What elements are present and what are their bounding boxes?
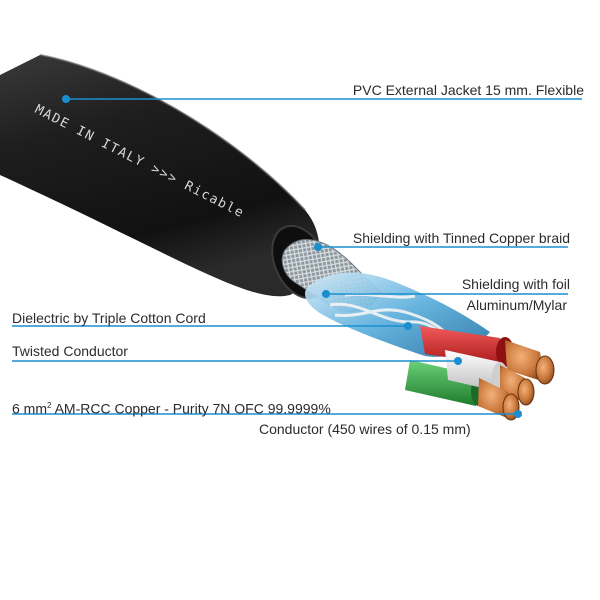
twisted-callout-dot	[454, 357, 462, 365]
jacket-callout-dot	[62, 95, 70, 103]
foil-callout-dot	[322, 290, 330, 298]
foil-label-line1: Shielding with foil	[461, 276, 570, 292]
dielectric-label: Dielectric by Triple Cotton Cord	[12, 310, 206, 326]
braid-callout-dot	[314, 243, 322, 251]
pvc-jacket	[0, 54, 320, 297]
copper-spec-suffix: AM-RCC Copper - Purity 7N OFC 99.9999%	[51, 400, 331, 417]
callout-dots	[62, 95, 522, 418]
callout-lines	[12, 98, 582, 415]
jacket-label: PVC External Jacket 15 mm. Flexible	[352, 82, 584, 98]
copper-callout-dot	[514, 410, 522, 418]
copper-spec-label: 6 mm2 AM-RCC Copper - Purity 7N OFC 99.9…	[12, 398, 331, 417]
copper-spec-prefix: 6 mm	[12, 400, 47, 417]
copper-spec-superscript: 2	[47, 401, 52, 410]
braid-label: Shielding with Tinned Copper braid	[352, 230, 570, 246]
twisted-label: Twisted Conductor	[12, 343, 128, 359]
foil-label-line2: Aluminum/Mylar	[466, 297, 567, 313]
copper-strands	[478, 340, 555, 421]
conductor-label: Conductor (450 wires of 0.15 mm)	[259, 421, 471, 437]
dielectric-callout-dot	[404, 322, 412, 330]
